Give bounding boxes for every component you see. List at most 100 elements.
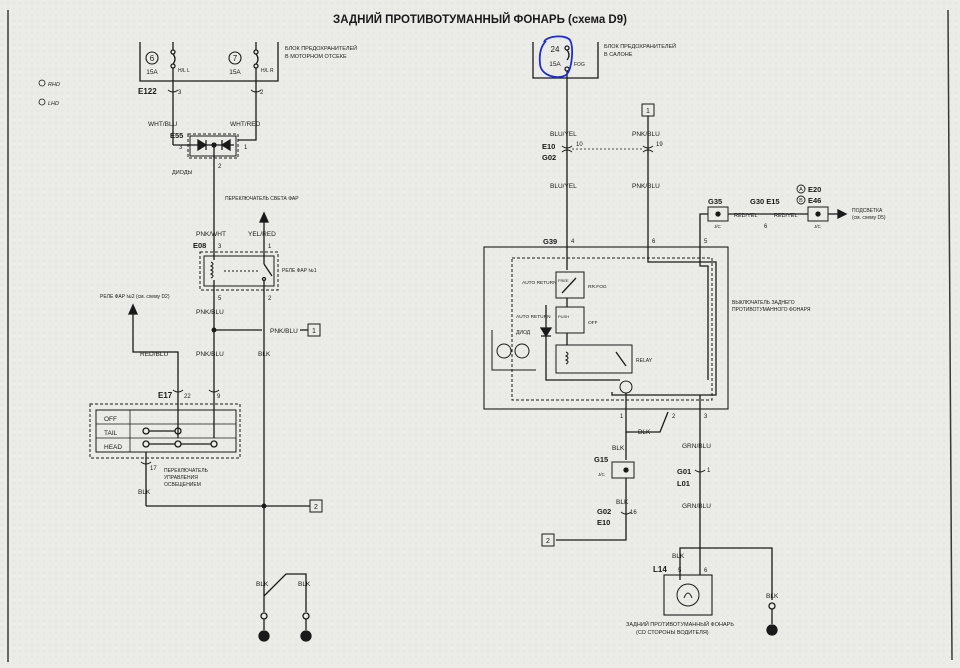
fuse-b-number: 7 — [233, 54, 238, 63]
ref2-number: 2 — [314, 504, 318, 511]
legend-marker-b — [38, 98, 46, 106]
left-circuit — [89, 42, 323, 642]
relay1-outline — [199, 251, 279, 291]
e17-pin17-connector-mark — [140, 461, 152, 465]
right-arrow-icon — [837, 208, 848, 220]
connector-g30-e15: G30 E15 — [750, 197, 780, 206]
switch-illum-path — [611, 244, 717, 396]
auto-return-label-1: AUTO RETURN — [522, 280, 557, 286]
fuse-b-circle — [228, 51, 242, 65]
legend: RHD LHD — [38, 79, 60, 107]
diode-left-icon — [197, 138, 208, 152]
rr-fog-switch-blade — [561, 277, 577, 294]
switch-row-off: OFF — [104, 416, 117, 423]
g01-connector-mark — [694, 469, 706, 473]
diode-box-outline — [187, 133, 239, 159]
indicator-lamp-b — [514, 343, 530, 359]
e55-pin2: 2 — [218, 164, 222, 170]
wire-label-yel-red: YEL/RED — [248, 231, 276, 238]
wire-wht-red-bend — [238, 120, 257, 141]
connector-e17: E17 — [158, 391, 173, 400]
ref2-box — [309, 499, 323, 513]
g02-pin19-mark-b — [642, 149, 654, 153]
relay1-coil-icon — [209, 261, 214, 279]
circle-b-marker — [796, 195, 806, 205]
e17-connector-mark-b — [208, 389, 220, 393]
wire-label-wht-red: WHT/RED — [230, 121, 261, 128]
circle-a-letter: A — [799, 187, 803, 193]
relay-coil-icon — [564, 351, 569, 365]
ground-a-icon — [258, 630, 270, 642]
light-switch-label-3: ОСВЕЩЕНИЕМ — [164, 482, 201, 488]
diodes-label: ДИОДЫ — [172, 170, 193, 176]
switch-diode-icon — [539, 327, 553, 338]
wire-label-pnk-blu-r1: PNK/BLU — [632, 131, 660, 138]
right-ref2-number: 2 — [546, 538, 550, 545]
connector-l14: L14 — [653, 565, 667, 574]
wire-blk-ground-b — [263, 573, 307, 612]
right-ref1-number: 1 — [646, 108, 650, 115]
wire-label-pnk-wht: PNK/WHT — [196, 231, 226, 238]
wire-label-wht-blu: WHT/BLU — [148, 121, 178, 128]
relay-label: RELAY — [636, 358, 653, 364]
fuse-a-circle — [145, 51, 159, 65]
relay1-label: РЕЛЕ ФАР №1 — [282, 268, 317, 274]
wire-label-pnk-blu-r2: PNK/BLU — [632, 183, 660, 190]
e122-pin2: 2 — [260, 90, 264, 96]
left-labels: БЛОК ПРЕДОХРАНИТЕЛЕЙ В МОТОРНОМ ОТСЕКЕ 6… — [100, 44, 357, 588]
light-switch-outline — [89, 403, 241, 459]
wire-label-grn-blu-1: GRN/BLU — [682, 443, 711, 450]
fuse-fog-number: 24 — [551, 45, 560, 54]
e46-jc-dot — [815, 211, 821, 217]
switch-row-head: HEAD — [104, 444, 122, 451]
cabin-fuse-box-label-1: БЛОК ПРЕДОХРАНИТЕЛЕЙ — [604, 42, 676, 50]
backlight-label-1: ПОДСВЕТКА — [852, 208, 883, 214]
e17-pin22: 22 — [184, 394, 191, 400]
fuse-fog-element — [566, 49, 570, 61]
relay1-contact-blade — [263, 263, 273, 277]
connector-g39: G39 — [543, 237, 557, 246]
e08-pin1: 1 — [268, 244, 272, 250]
wire-label-blk-3: BLK — [256, 581, 269, 588]
indicator-lamp-wire — [491, 330, 536, 371]
light-switch-inner — [95, 409, 237, 453]
switch-diode-label: ДИОД — [516, 330, 531, 336]
right-ref2-box — [541, 533, 555, 547]
fuse-a-element — [172, 53, 176, 65]
off-label: OFF — [588, 320, 598, 326]
g39-pin5: 5 — [704, 239, 708, 245]
e10-connector-mark — [561, 145, 573, 149]
wire-blk-pin2 — [625, 411, 669, 433]
connector-e122: E122 — [138, 87, 157, 96]
g35-jc-dot — [715, 211, 721, 217]
wire-label-blk-r1: BLK — [638, 429, 651, 436]
connector-e55: E55 — [170, 131, 183, 140]
wire-label-blk-r3: BLK — [616, 499, 629, 506]
engine-fuse-box-label-1: БЛОК ПРЕДОХРАНИТЕЛЕЙ — [285, 44, 357, 52]
e122-connector-mark-a — [167, 89, 179, 93]
wire-label-blk-r2: BLK — [612, 445, 625, 452]
connector-e46: E46 — [808, 196, 821, 205]
e55-pin1: 1 — [244, 145, 248, 151]
right-ground-icon — [766, 624, 778, 636]
legend-rhd: RHD — [48, 82, 60, 88]
g39-pin3: 3 — [704, 414, 708, 420]
l14-pin6: 6 — [704, 568, 708, 574]
g35-to-g39 — [699, 213, 708, 244]
fuse-highlight-scribble — [538, 35, 573, 78]
relay1-inner — [203, 255, 275, 287]
rear-fog-lamp-filament — [683, 592, 693, 599]
relay1-contact-pin — [261, 276, 267, 282]
engine-fuse-box-outline — [139, 42, 279, 82]
switch-row-tail: TAIL — [104, 430, 118, 437]
light-switch-label-1: ПЕРЕКЛЮЧАТЕЛЬ — [164, 468, 209, 474]
g35-jc-label: J/C — [714, 224, 722, 229]
g02-pin19: 19 — [656, 142, 663, 148]
wire-label-blu-yel-1: BLU/YEL — [550, 131, 577, 138]
connector-e10: E10 — [542, 142, 555, 151]
relay-contact-blade — [615, 351, 627, 367]
light-switch-label-2: УПРАВЛЕНИЯ — [164, 475, 198, 481]
